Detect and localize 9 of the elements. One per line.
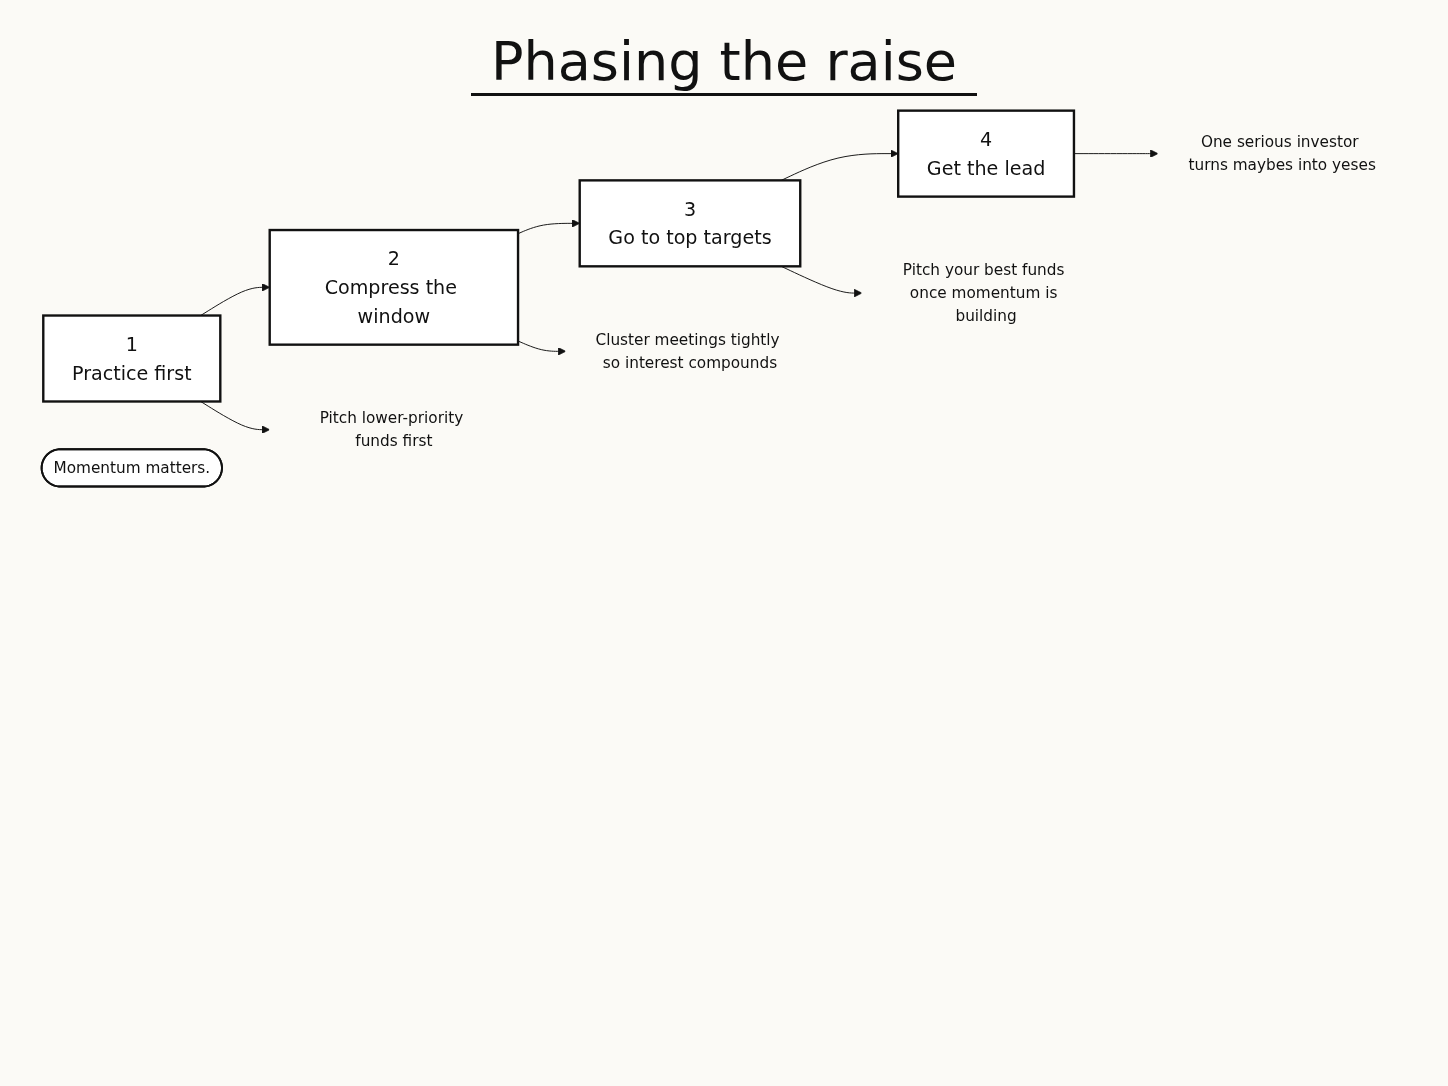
node-box: 3 Go to top targets <box>578 179 802 268</box>
node-box: 2 Compress the window <box>268 228 520 346</box>
node-text: One serious investor turns maybes into yeses <box>1188 132 1376 174</box>
node-text: Cluster meetings tightly so interest compounds <box>595 330 780 372</box>
node-box: 1 Practice first <box>42 314 222 403</box>
node-text: Pitch your best funds once momentum is building <box>902 260 1065 325</box>
node-box: 4 Get the lead <box>897 109 1076 198</box>
node-text: Pitch lower-priority funds first <box>319 408 464 450</box>
title: Phasing the raise <box>470 30 978 96</box>
